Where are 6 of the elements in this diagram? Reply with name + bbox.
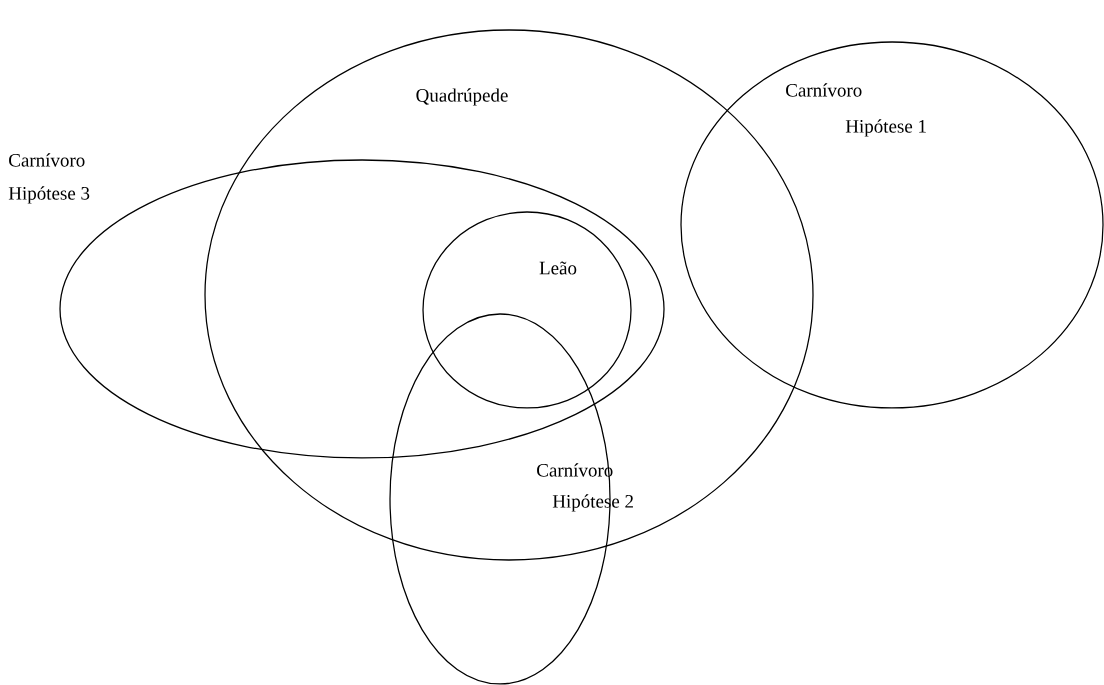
set-label: Carnívoro: [9, 153, 85, 167]
set-label: Quadrúpede: [416, 88, 508, 106]
set-label: Leão: [539, 261, 577, 275]
set-label: Carnívoro: [786, 83, 862, 97]
set-label: Hipótese 3: [8, 186, 90, 204]
set-label: Hipótese 1: [845, 119, 926, 137]
